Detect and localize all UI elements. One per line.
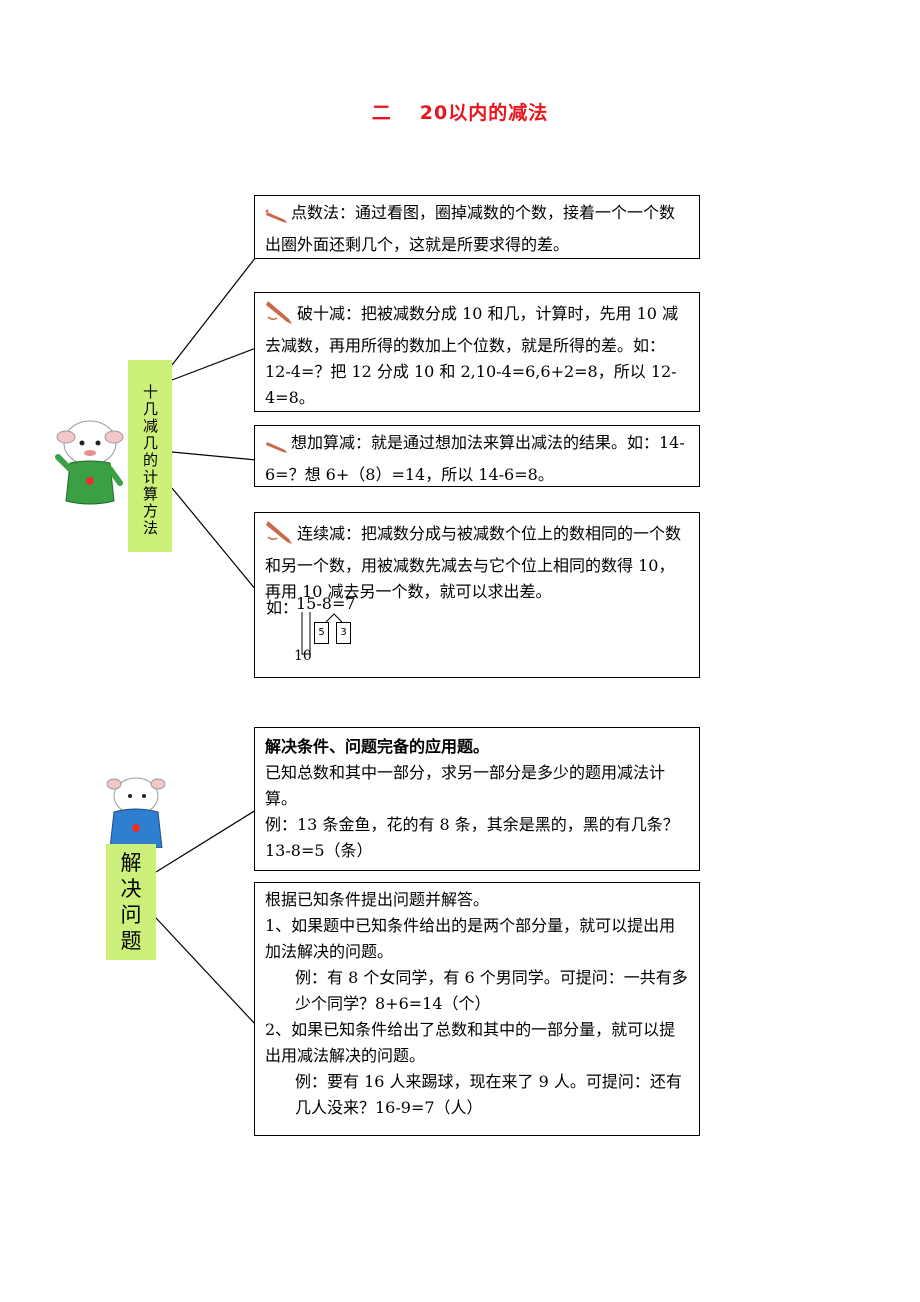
box-item-1: 1、如果题中已知条件给出的是两个部分量，就可以提出用加法解决的问题。 <box>265 916 676 961</box>
method-box-counting: 点数法：通过看图，圈掉减数的个数，接着一个一个数出圈外面还剩几个，这就是所要求得… <box>254 195 700 259</box>
method-box-continuous: 连续减：把减数分成与被减数个位上的数相同的一个数和另一个数，用被减数先减去与它个… <box>254 512 700 678</box>
title-prefix: 二 <box>371 102 392 124</box>
method-box-think-addition: 想加算减：就是通过想加法来算出减法的结果。如：14-6=？想 6+（8）=14，… <box>254 425 700 487</box>
page-title: 二 20以内的减法 <box>0 98 920 125</box>
label-char: 决 <box>120 877 142 901</box>
label-char: 题 <box>120 929 142 953</box>
box-intro: 根据已知条件提出问题并解答。 <box>265 890 490 909</box>
split-result: 10 <box>294 648 312 664</box>
pen-icon <box>265 206 289 232</box>
title-text: 20以内的减法 <box>419 102 549 124</box>
box-item-2: 2、如果已知条件给出了总数和其中的一部分量，就可以提出用减法解决的问题。 <box>265 1020 676 1065</box>
box-line: 已知总数和其中一部分，求另一部分是多少的题用减法计算。 <box>265 763 666 808</box>
label-char: 解 <box>120 851 142 875</box>
pen-icon <box>265 436 289 462</box>
method-text: 想加算减：就是通过想加法来算出减法的结果。如：14-6=？想 6+（8）=14，… <box>265 433 685 484</box>
method-box-break-ten: 破十减：把被减数分成 10 和几，计算时，先用 10 减去减数，再用所得的数加上… <box>254 292 700 412</box>
problem-box-ask-question: 根据已知条件提出问题并解答。 1、如果题中已知条件给出的是两个部分量，就可以提出… <box>254 882 700 1136</box>
pen-icon <box>265 297 295 333</box>
section1-label: 十几减几的计算方法 <box>128 360 172 552</box>
split-diagram <box>301 612 343 655</box>
pen-icon <box>265 517 295 553</box>
box-heading: 解决条件、问题完备的应用题。 <box>265 737 490 756</box>
box-example: 例：13 条金鱼，花的有 8 条，其余是黑的，黑的有几条？ 13-8=5（条） <box>265 815 700 860</box>
label-char: 问 <box>120 903 142 927</box>
sheep-mascot-icon <box>55 420 124 505</box>
problem-box-complete: 解决条件、问题完备的应用题。 已知总数和其中一部分，求另一部分是多少的题用减法计… <box>254 727 700 871</box>
sheep-mascot-blue-icon <box>106 777 166 848</box>
method-text: 连续减：把减数分成与被减数个位上的数相同的一个数和另一个数，用被减数先减去与它个… <box>265 524 682 601</box>
method-text: 破十减：把被减数分成 10 和几，计算时，先用 10 减去减数，再用所得的数加上… <box>265 304 679 407</box>
split-value-a: 5 <box>314 622 329 644</box>
box-item-2-example: 例：要有 16 人来踢球，现在来了 9 人。可提问：还有几人没来？16-9=7（… <box>295 1072 682 1117</box>
example-equation: 15-8=7 <box>296 594 356 613</box>
box-item-1-example: 例：有 8 个女同学，有 6 个男同学。可提问：一共有多少个同学？8+6=14（… <box>295 968 688 1013</box>
example-prefix: 如： <box>266 598 299 617</box>
section2-label: 解 决 问 题 <box>106 844 156 960</box>
split-value-b: 3 <box>336 622 351 644</box>
method-text: 点数法：通过看图，圈掉减数的个数，接着一个一个数出圈外面还剩几个，这就是所要求得… <box>265 203 676 254</box>
